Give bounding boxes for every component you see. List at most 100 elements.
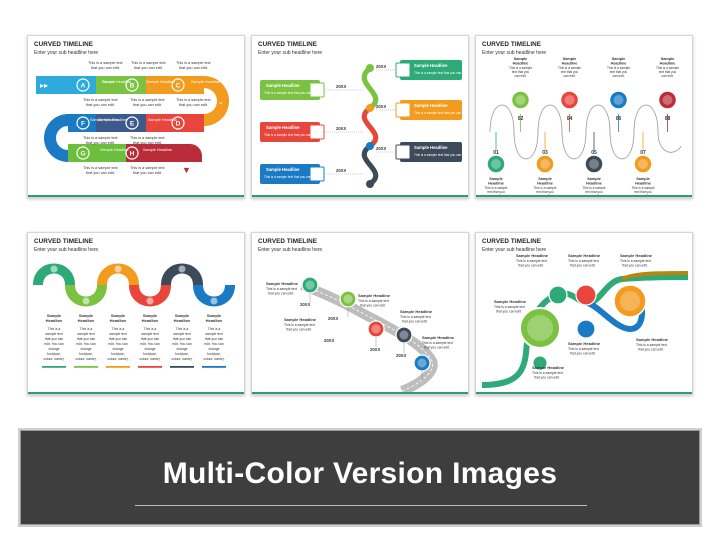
timeline-node xyxy=(559,90,580,110)
thumbnail-slide-5[interactable]: CURVED TIMELINE Enter your sub headline … xyxy=(251,232,469,395)
svg-text:Sample Headline: Sample Headline xyxy=(98,118,127,122)
svg-text:Sample Headline: Sample Headline xyxy=(266,83,300,88)
svg-text:This is a sample: This is a sample xyxy=(582,186,605,190)
svg-text:This is a sample text: This is a sample text xyxy=(516,259,547,263)
timeline-node xyxy=(584,154,604,174)
svg-text:that you can edit.: that you can edit. xyxy=(570,352,596,356)
svg-text:▸▸: ▸▸ xyxy=(40,81,48,90)
svg-text:text that you: text that you xyxy=(610,70,628,74)
svg-text:can edit.: can edit. xyxy=(661,74,673,78)
svg-text:text that you: text that you xyxy=(536,190,554,194)
svg-text:20XX: 20XX xyxy=(336,84,346,89)
svg-text:Sample Headline: Sample Headline xyxy=(636,337,669,342)
arrow-down-icon: ▼ xyxy=(182,165,191,175)
svg-text:Sample: Sample xyxy=(207,313,222,318)
svg-text:that you can: that you can xyxy=(45,337,64,341)
slide-subtitle: Enter your sub headline here xyxy=(258,50,323,56)
banner-title: Multi-Color Version Images xyxy=(162,457,558,490)
svg-text:This is a sample: This is a sample xyxy=(533,186,556,190)
svg-text:20XX: 20XX xyxy=(324,338,334,343)
svg-text:This is a sample text that you: This is a sample text that you can edit. xyxy=(264,91,318,95)
svg-text:H: H xyxy=(130,151,135,158)
svg-text:20XX: 20XX xyxy=(300,302,310,307)
svg-text:20XX: 20XX xyxy=(370,347,380,352)
svg-text:Sample: Sample xyxy=(661,57,675,61)
slide-subtitle: Enter your sub headline here xyxy=(34,247,99,253)
svg-text:Sample: Sample xyxy=(538,177,552,181)
svg-text:20XX: 20XX xyxy=(376,104,386,109)
svg-text:Sample: Sample xyxy=(587,177,601,181)
svg-text:Headline: Headline xyxy=(488,182,504,186)
banner-divider xyxy=(135,505,587,506)
svg-text:sample text: sample text xyxy=(45,332,62,336)
svg-text:Sample Headline: Sample Headline xyxy=(620,253,653,258)
svg-text:that you can: that you can xyxy=(205,337,224,341)
curved-road-graphic: 20XX Sample Headline This is a sample text… xyxy=(266,276,455,394)
svg-text:Sample Headline: Sample Headline xyxy=(516,253,549,258)
svg-text:This is a sample text that you: This is a sample text that you can edit. xyxy=(414,111,468,115)
svg-text:This is a sample text: This is a sample text xyxy=(358,299,389,303)
svg-text:Sample: Sample xyxy=(514,57,528,61)
main-node xyxy=(519,307,561,349)
timeline-curve-left xyxy=(44,114,68,162)
svg-text:text that you: text that you xyxy=(634,190,652,194)
svg-text:colour, name).: colour, name). xyxy=(139,357,161,361)
svg-text:Sample: Sample xyxy=(489,177,503,181)
svg-text:that you can edit.: that you can edit. xyxy=(534,376,560,380)
svg-text:Sample Headline: Sample Headline xyxy=(400,309,433,314)
svg-text:that you can edit.: that you can edit. xyxy=(179,66,208,70)
svg-text:This is a sample text: This is a sample text xyxy=(88,61,124,65)
svg-text:that you can edit.: that you can edit. xyxy=(286,328,312,332)
slide-title: CURVED TIMELINE xyxy=(482,41,542,48)
svg-text:that you can edit.: that you can edit. xyxy=(91,66,120,70)
svg-text:change: change xyxy=(144,347,155,351)
svg-text:B: B xyxy=(130,83,135,90)
svg-text:This is a sample text: This is a sample text xyxy=(176,98,212,102)
svg-text:that you can: that you can xyxy=(173,337,192,341)
svg-text:Sample Headline: Sample Headline xyxy=(146,80,175,84)
timeline-node xyxy=(657,90,678,110)
svg-text:Headline: Headline xyxy=(513,62,529,66)
svg-text:edit. You can: edit. You can xyxy=(172,342,192,346)
svg-text:can edit.: can edit. xyxy=(563,74,575,78)
timeline-node xyxy=(633,154,653,174)
multi-color-banner: Multi-Color Version Images xyxy=(20,430,700,525)
svg-text:edit. You can: edit. You can xyxy=(76,342,96,346)
svg-text:This is a sample text: This is a sample text xyxy=(266,287,297,291)
svg-text:Sample Headline: Sample Headline xyxy=(100,148,129,152)
svg-text:Sample: Sample xyxy=(636,177,650,181)
svg-text:colour, name).: colour, name). xyxy=(43,357,65,361)
svg-text:can edit.: can edit. xyxy=(588,194,600,198)
step-number: 01 xyxy=(493,150,499,156)
thumbnail-slide-4[interactable]: CURVED TIMELINE Enter your sub headline … xyxy=(27,232,245,395)
thumbnail-slide-1[interactable]: CURVED TIMELINE Enter your sub headline … xyxy=(27,35,245,198)
svg-text:Sample Headline: Sample Headline xyxy=(422,335,455,340)
svg-text:sample text: sample text xyxy=(173,332,190,336)
step-number: 05 xyxy=(591,150,597,156)
svg-text:that you can edit.: that you can edit. xyxy=(496,310,522,314)
svg-text:20XX: 20XX xyxy=(376,64,386,69)
svg-text:This is a sample: This is a sample xyxy=(509,66,532,70)
svg-text:colour, name).: colour, name). xyxy=(75,357,97,361)
svg-text:This is a sample: This is a sample xyxy=(558,66,581,70)
svg-text:D: D xyxy=(176,121,181,128)
svg-text:sample text: sample text xyxy=(77,332,94,336)
svg-text:sample text: sample text xyxy=(109,332,126,336)
slide-subtitle: Enter your sub headline here xyxy=(258,247,323,253)
timeline-node xyxy=(510,90,531,110)
slide-title: CURVED TIMELINE xyxy=(482,238,542,245)
svg-text:Sample Headline: Sample Headline xyxy=(102,80,131,84)
svg-text:This is a sample text that you: This is a sample text that you can edit. xyxy=(414,71,468,75)
svg-text:text that you: text that you xyxy=(512,70,530,74)
svg-text:Sample Headline: Sample Headline xyxy=(414,63,448,68)
thumbnail-slide-6[interactable]: CURVED TIMELINE Enter your sub headline … xyxy=(475,232,693,395)
thumbnail-slide-2[interactable]: CURVED TIMELINE Enter your sub headline … xyxy=(251,35,469,198)
svg-text:edit. You can: edit. You can xyxy=(44,342,64,346)
svg-text:This is a sample text: This is a sample text xyxy=(131,61,167,65)
svg-text:Headline: Headline xyxy=(206,318,223,323)
svg-text:can edit.: can edit. xyxy=(539,194,551,198)
svg-text:Sample: Sample xyxy=(143,313,158,318)
thumbnail-slide-3[interactable]: CURVED TIMELINE Enter your sub headline … xyxy=(475,35,693,198)
svg-text:can edit.: can edit. xyxy=(490,194,502,198)
